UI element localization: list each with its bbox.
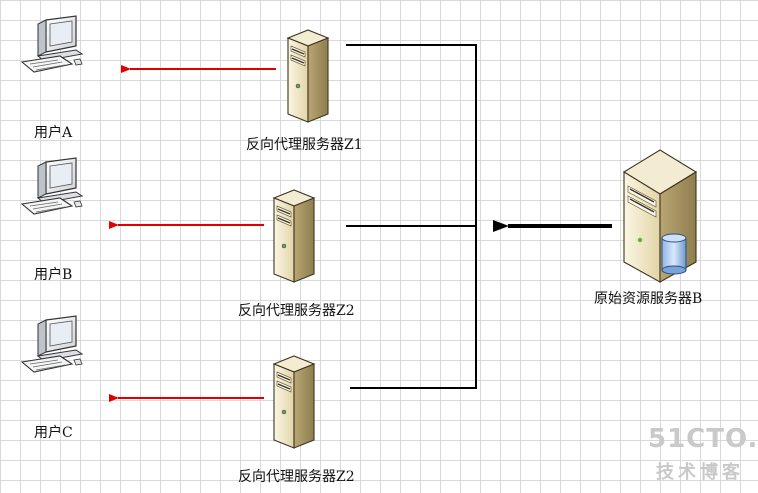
origin-server-label: 原始资源服务器B bbox=[594, 291, 703, 307]
origin-server-icon bbox=[622, 149, 698, 283]
user-b-computer-icon bbox=[21, 157, 83, 215]
user-c-computer-icon bbox=[21, 315, 83, 373]
proxy-z1-server-icon bbox=[287, 29, 329, 123]
user-b-label: 用户B bbox=[34, 267, 73, 283]
proxy-bus-connector bbox=[346, 44, 477, 389]
database-icon bbox=[661, 233, 687, 275]
proxy-z2-server-icon bbox=[273, 189, 315, 283]
diagram-canvas bbox=[21, 15, 698, 449]
watermark-logo: 51CTO. bbox=[648, 424, 758, 454]
proxy-z3-server-icon bbox=[273, 355, 315, 449]
proxy-z3-label: 反向代理服务器Z2 bbox=[238, 469, 355, 485]
proxy-z2-label: 反向代理服务器Z2 bbox=[238, 303, 355, 319]
proxy-z1-label: 反向代理服务器Z1 bbox=[246, 137, 363, 153]
user-c-label: 用户C bbox=[34, 425, 73, 441]
user-a-label: 用户A bbox=[34, 125, 73, 141]
user-a-computer-icon bbox=[21, 15, 83, 73]
watermark-subtitle: 技术博客 bbox=[656, 462, 744, 483]
